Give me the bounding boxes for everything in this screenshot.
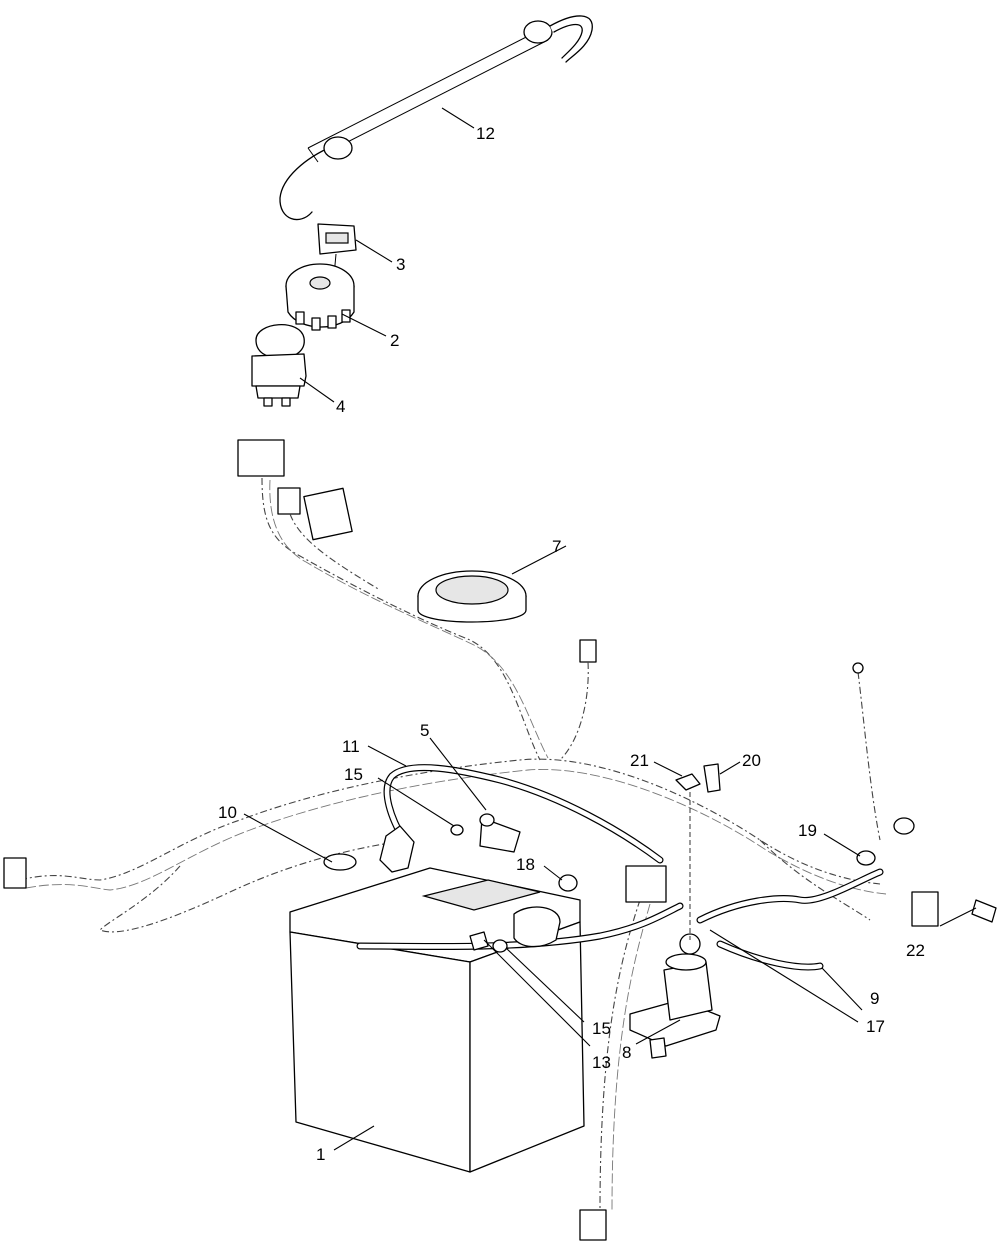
callout-22: 22 — [906, 941, 925, 960]
part-21-nut — [675, 773, 701, 791]
part-20-bolt — [703, 763, 721, 793]
callout-15-b: 15 — [592, 1019, 611, 1038]
callout-4: 4 — [336, 397, 345, 416]
part-18-nut — [558, 874, 578, 892]
part-4-pto-switch — [251, 324, 307, 407]
wiring-harness — [3, 439, 939, 1241]
callout-5: 5 — [420, 721, 429, 740]
callout-labels: 12 3 2 4 7 11 5 15 10 18 21 20 19 22 9 1… — [218, 124, 925, 1164]
callout-1: 1 — [316, 1145, 325, 1164]
part-15-washer-a — [450, 824, 464, 836]
part-10-pin — [323, 853, 357, 871]
part-8-solenoid — [625, 784, 721, 1047]
callout-3: 3 — [396, 255, 405, 274]
callout-7: 7 — [552, 537, 561, 556]
part-12-rod-assembly — [279, 15, 593, 221]
callout-21: 21 — [630, 751, 649, 770]
part-19-nut — [856, 850, 876, 866]
callout-17: 17 — [866, 1017, 885, 1036]
callout-13: 13 — [592, 1053, 611, 1072]
part-1-battery — [289, 867, 585, 1173]
callout-10: 10 — [218, 803, 237, 822]
part-2-ignition-switch — [285, 263, 355, 331]
part-22-bolt — [971, 899, 997, 923]
part-5-nut — [479, 813, 495, 827]
callout-2: 2 — [390, 331, 399, 350]
callout-8: 8 — [622, 1043, 631, 1062]
callout-11: 11 — [342, 737, 360, 756]
leader-lines — [243, 107, 977, 1151]
part-3-key — [317, 223, 357, 277]
part-15-washer-b — [492, 939, 508, 953]
part-7-pad — [417, 570, 527, 623]
callout-19: 19 — [798, 821, 817, 840]
callout-18: 18 — [516, 855, 535, 874]
part-13-bolt — [469, 931, 489, 951]
hardware — [323, 763, 997, 1059]
callout-20: 20 — [742, 751, 761, 770]
callout-9: 9 — [870, 989, 879, 1008]
callout-15-a: 15 — [344, 765, 363, 784]
battery-cables — [356, 764, 884, 971]
callout-12: 12 — [476, 124, 495, 143]
